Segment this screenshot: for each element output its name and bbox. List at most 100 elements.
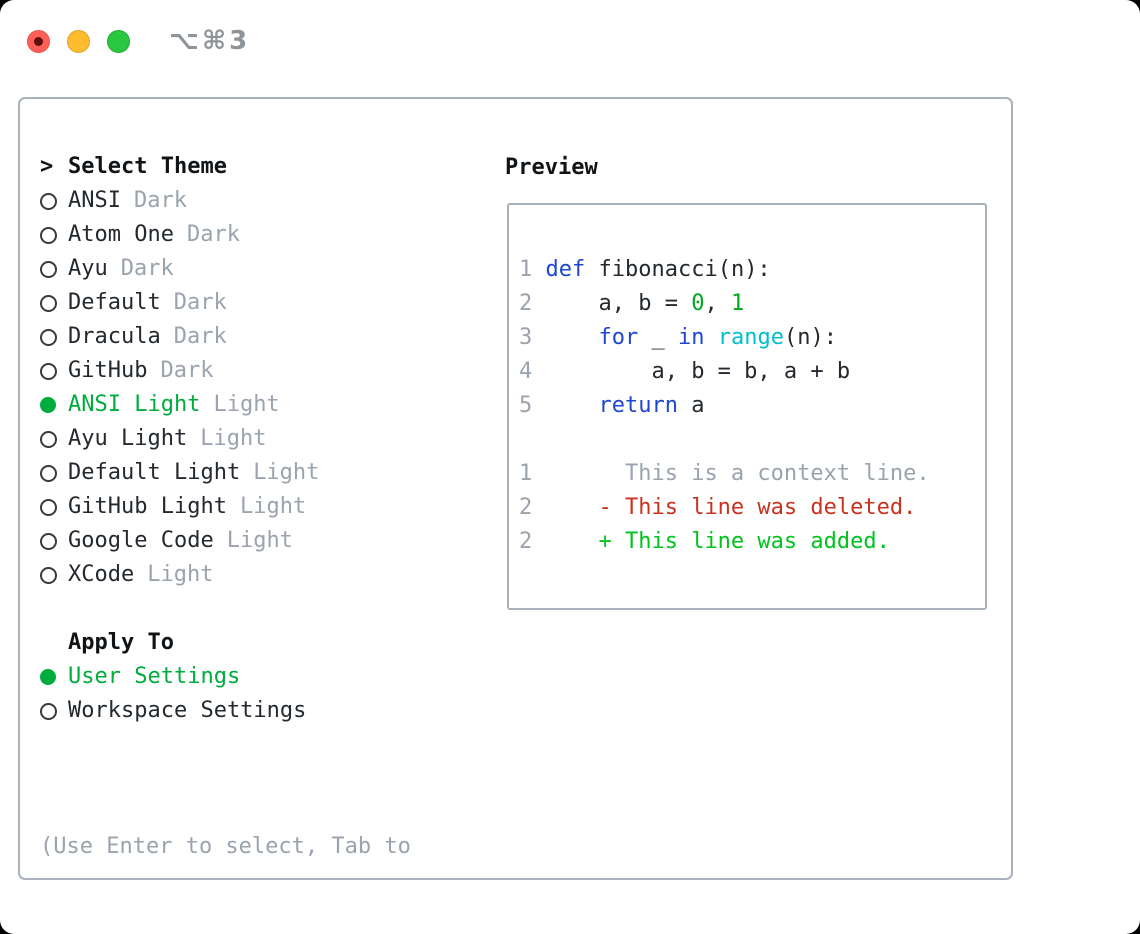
code-segment-add: + This line was added. [545, 529, 890, 554]
help-text: (Use Enter to select, Tab to change focu… [40, 762, 411, 934]
preview-blank-line [519, 423, 975, 457]
theme-option-atom-one[interactable]: Atom One Dark [40, 218, 319, 252]
theme-option-label: Ayu Light [68, 426, 188, 451]
theme-option-label: ANSI Light [68, 392, 201, 417]
line-number: 2 [519, 529, 546, 554]
code-segment-kw: in [677, 325, 705, 350]
preview-line-5: 5 return a [519, 389, 975, 423]
code-segment-ctx: This is a context line. [545, 461, 930, 486]
theme-option-label: Default Light [68, 460, 241, 485]
code-segment-fg: a, b = [545, 291, 692, 316]
theme-option-label: GitHub [68, 358, 148, 383]
theme-option-google-code[interactable]: Google Code Light [40, 524, 319, 558]
line-number: 3 [519, 325, 546, 350]
apply-to-header: Apply To [68, 630, 174, 655]
radio-unselected-icon [40, 498, 68, 516]
code-segment-kw: for [598, 325, 639, 350]
radio-unselected-icon [40, 294, 68, 312]
help-line-1: (Use Enter to select, Tab to [40, 834, 411, 859]
preview-line-8: 2 - This line was deleted. [519, 491, 975, 525]
code-segment-del: - This line was deleted. [545, 495, 917, 520]
code-segment-fg: a, b = b, a + b [545, 359, 851, 384]
theme-option-label: Google Code [68, 528, 214, 553]
theme-variant-label: Dark [120, 256, 174, 281]
preview-line-9: 2 + This line was added. [519, 525, 975, 559]
line-number: 2 [519, 495, 546, 520]
theme-variant-label: Light [200, 426, 267, 451]
code-segment-fg: _ [638, 325, 678, 350]
radio-unselected-icon [40, 260, 68, 278]
theme-variant-label: Light [147, 562, 214, 587]
preview-header: Preview [505, 154, 598, 180]
theme-variant-label: Dark [160, 358, 214, 383]
window-title: ⌥⌘3 [169, 26, 251, 56]
radio-selected-icon [40, 397, 68, 413]
theme-variant-label: Dark [173, 290, 227, 315]
theme-variant-label: Light [213, 392, 280, 417]
theme-option-ayu-light[interactable]: Ayu Light Light [40, 422, 319, 456]
theme-option-label: ANSI [68, 188, 121, 213]
theme-option-label: XCode [68, 562, 135, 587]
code-segment-fg [546, 325, 599, 350]
radio-unselected-icon [40, 532, 68, 550]
theme-option-label: Default [68, 290, 161, 315]
code-segment-fg: (n): [783, 325, 837, 350]
line-number: 4 [519, 359, 546, 384]
theme-variant-label: Dark [133, 188, 187, 213]
line-number: 2 [519, 291, 546, 316]
radio-unselected-icon [40, 226, 68, 244]
theme-option-label: Atom One [68, 222, 174, 247]
radio-unselected-icon [40, 430, 68, 448]
code-segment-builtin: range [717, 325, 784, 350]
line-number: 1 [519, 257, 546, 282]
theme-option-ayu[interactable]: Ayu Dark [40, 252, 319, 286]
code-segment-fg [546, 393, 599, 418]
radio-selected-icon [40, 669, 68, 685]
code-segment-fg: fibonacci(n): [585, 257, 771, 282]
code-segment-kw: def [545, 257, 586, 282]
theme-variant-label: Light [253, 460, 320, 485]
code-segment-fg: , [704, 291, 731, 316]
preview-line-4: 4 a, b = b, a + b [519, 355, 975, 389]
apply-to-option-user-settings[interactable]: User Settings [40, 660, 319, 694]
theme-variant-label: Light [226, 528, 293, 553]
radio-unselected-icon [40, 328, 68, 346]
theme-option-default-light[interactable]: Default Light Light [40, 456, 319, 490]
line-number: 5 [519, 393, 546, 418]
spacer [40, 592, 319, 626]
theme-option-label: GitHub Light [68, 494, 227, 519]
theme-option-label: Dracula [68, 324, 161, 349]
preview-line-7: 1 This is a context line. [519, 457, 975, 491]
theme-variant-label: Light [239, 494, 307, 519]
close-button[interactable] [27, 29, 50, 53]
theme-option-github-light[interactable]: GitHub Light Light [40, 490, 319, 524]
preview-line-2: 2 a, b = 0, 1 [519, 287, 975, 321]
focus-cursor-icon: > [40, 154, 54, 179]
line-number: 1 [519, 461, 546, 486]
preview-line-3: 3 for _ in range(n): [519, 321, 975, 355]
radio-unselected-icon [40, 362, 68, 380]
theme-option-ansi-light[interactable]: ANSI Light Light [40, 388, 319, 422]
theme-option-default[interactable]: Default Dark [40, 286, 319, 320]
theme-option-ansi[interactable]: ANSI Dark [40, 184, 319, 218]
theme-option-label: Ayu [68, 256, 108, 281]
radio-unselected-icon [40, 192, 68, 210]
zoom-button[interactable] [107, 29, 130, 53]
select-theme-header-row: > Select Theme [40, 150, 319, 184]
code-segment-num: 0 [691, 291, 705, 316]
apply-to-option-label: User Settings [68, 664, 241, 689]
theme-option-github[interactable]: GitHub Dark [40, 354, 319, 388]
minimize-button[interactable] [67, 29, 90, 53]
apply-to-option-workspace-settings[interactable]: Workspace Settings [40, 694, 319, 728]
theme-variant-label: Dark [186, 222, 240, 247]
apply-to-option-label: Workspace Settings [68, 698, 307, 723]
theme-option-xcode[interactable]: XCode Light [40, 558, 319, 592]
radio-unselected-icon [40, 566, 68, 584]
